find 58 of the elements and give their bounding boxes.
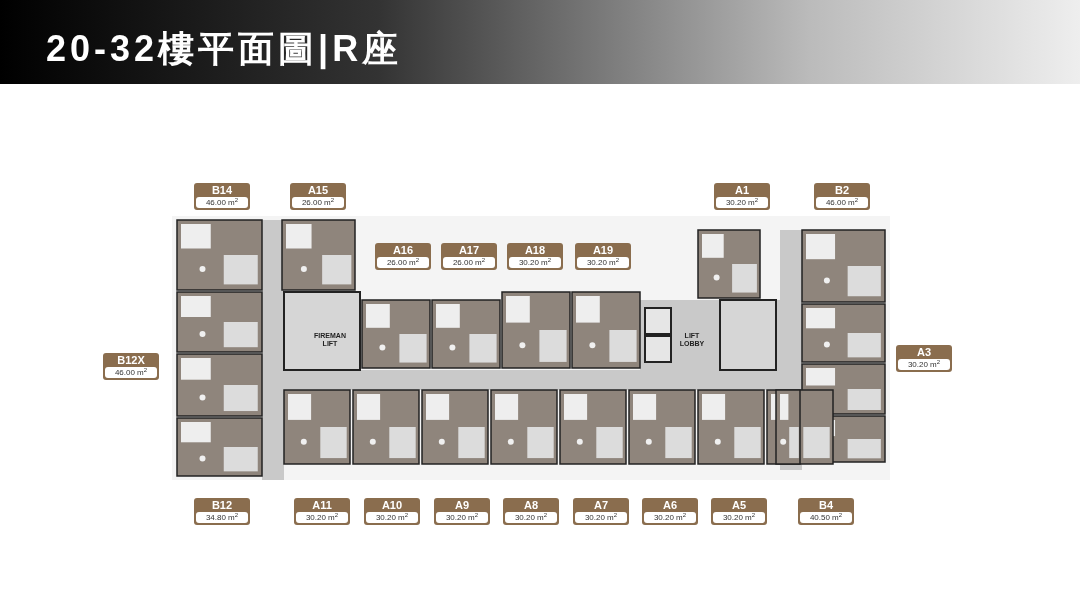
unit-area: 46.00 m$^{2}$ [105,367,157,378]
unit-tag [434,498,490,525]
unit-area: 30.20 m$^{2}$ [898,359,950,370]
unit-area: 30.20 m$^{2}$ [509,257,561,268]
unit-tag [103,353,159,380]
unit-tag [503,498,559,525]
unit-code: A11 [312,498,332,512]
unit-area: 46.00 m$^{2}$ [816,197,868,208]
unit-tag [896,345,952,372]
unit-code: A19 [592,243,614,257]
unit-code: A10 [381,498,403,512]
unit-tag [573,498,629,525]
unit-area: 30.20 m$^{2}$ [644,512,696,523]
unit-tag [798,498,854,525]
unit-area: 26.00 m$^{2}$ [377,257,429,268]
unit-area: 30.20 m$^{2}$ [366,512,418,523]
unit-tag [364,498,420,525]
unit-code: A18 [524,243,546,257]
unit-code: A17 [458,243,480,257]
unit-area: 30.20 m$^{2}$ [436,512,488,523]
unit-code: B14 [211,183,233,197]
unit-tag [575,243,631,270]
unit-tag [441,243,497,270]
unit-area: 30.20 m$^{2}$ [296,512,348,523]
unit-tag [814,183,870,210]
unit-tag [290,183,346,210]
unit-code: A16 [392,243,414,257]
unit-tag [642,498,698,525]
unit-code: B12X [117,353,145,367]
unit-tag [194,183,250,210]
unit-area: 40.50 m$^{2}$ [800,512,852,523]
unit-code: A1 [734,183,750,197]
unit-tag [507,243,563,270]
unit-tag [711,498,767,525]
unit-area: 30.20 m$^{2}$ [713,512,765,523]
unit-code: B4 [818,498,834,512]
unit-code: A6 [662,498,678,512]
unit-code: A15 [307,183,329,197]
unit-tag [194,498,250,525]
unit-code: A3 [916,345,932,359]
title: 20-32樓平面圖|R座 [46,27,403,72]
unit-area: 30.20 m$^{2}$ [577,257,629,268]
unit-area: 30.20 m$^{2}$ [575,512,627,523]
unit-area: 30.20 m$^{2}$ [716,197,768,208]
unit-area: 26.00 m$^{2}$ [443,257,495,268]
unit-code: B12 [211,498,233,512]
unit-area: 30.20 m$^{2}$ [505,512,557,523]
unit-tag [294,498,350,525]
unit-code: A8 [523,498,539,512]
unit-code: A9 [454,498,470,512]
unit-area: 26.00 m$^{2}$ [292,197,344,208]
unit-area: 34.80 m$^{2}$ [196,512,248,523]
unit-area: 46.00 m$^{2}$ [196,197,248,208]
unit-code: B2 [834,183,850,197]
unit-code: A7 [593,498,609,512]
unit-tag [375,243,431,270]
unit-code: A5 [731,498,747,512]
unit-tag [714,183,770,210]
